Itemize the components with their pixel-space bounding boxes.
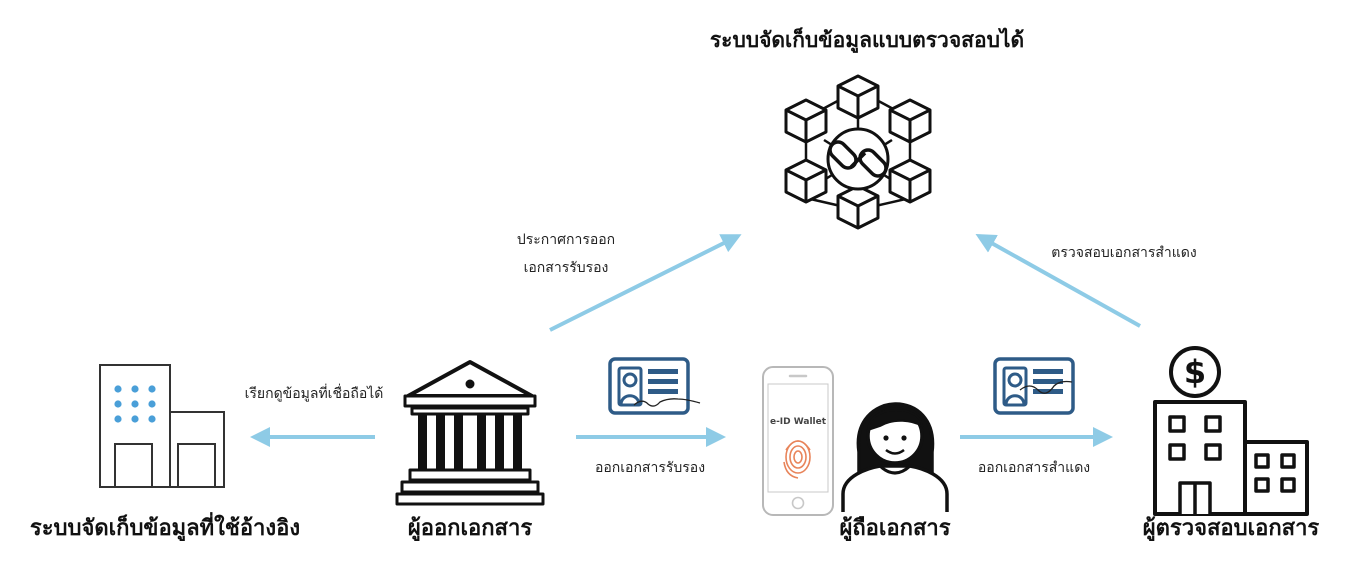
arrow-verifier-to-ledger — [975, 234, 1141, 328]
holder-label: ผู้ถือเอกสาร — [839, 516, 951, 541]
edge-label-issue-credential: ออกเอกสารรับรอง — [594, 460, 706, 476]
edge-label-announce-line1: ประกาศการออก — [516, 232, 616, 248]
phone-app-label: e-ID Wallet — [770, 417, 827, 427]
registry-building-icon — [99, 364, 225, 488]
edge-label-issue-presentation: ออกเอกสารสำแดง — [977, 460, 1091, 476]
dollar-symbol: $ — [1184, 353, 1206, 391]
id-card-icon-issued — [608, 357, 701, 415]
chain-link-icon — [828, 140, 888, 178]
issuer-label: ผู้ออกเอกสาร — [407, 516, 533, 541]
edge-label-announce-line2: เอกสารรับรอง — [523, 260, 609, 276]
government-building-icon — [395, 360, 545, 506]
bank-verifier-icon: $ — [1153, 346, 1309, 516]
blockchain-network-icon — [784, 74, 932, 230]
id-card-icon-presented — [993, 357, 1075, 415]
mobile-phone-icon: e-ID Wallet — [762, 366, 834, 516]
ledger-title: ระบบจัดเก็บข้อมูลแบบตรวจสอบได้ — [709, 28, 1025, 52]
fingerprint-icon — [783, 440, 811, 479]
person-holder-icon — [841, 402, 949, 512]
registry-label: ระบบจัดเก็บข้อมูลที่ใช้อ้างอิง — [29, 516, 301, 541]
verifier-label: ผู้ตรวจสอบเอกสาร — [1142, 516, 1320, 541]
edge-label-verify-presentation: ตรวจสอบเอกสารสำแดง — [1051, 245, 1197, 261]
arrow-issuer-to-ledger — [549, 234, 742, 332]
edge-label-lookup-trusted: เรียกดูข้อมูลที่เชื่อถือได้ — [244, 386, 384, 402]
